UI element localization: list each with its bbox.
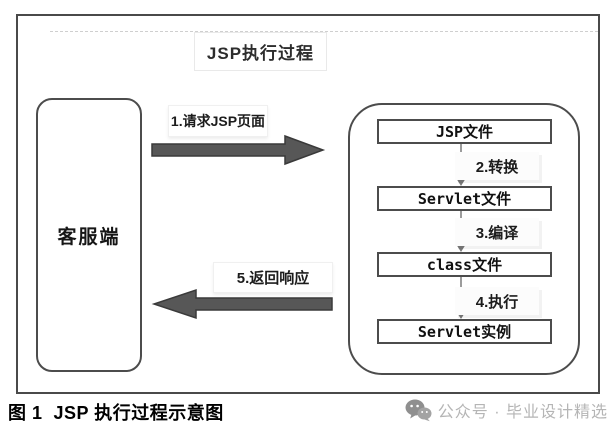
step-compile-text: 3.编译 [475, 224, 519, 242]
watermark-text: 公众号 · 毕业设计精选 [437, 404, 608, 421]
dashed-separator-line [50, 31, 598, 32]
diagram-title: JSP执行过程 [206, 44, 315, 63]
node-servlet-instance-label: Servlet实例 [417, 323, 512, 341]
client-node: 客服端 [36, 98, 142, 372]
figure-caption: 图 1 JSP 执行过程示意图 [8, 403, 224, 423]
watermark: 公众号 · 毕业设计精选 [405, 398, 608, 422]
request-arrow-label: 1.请求JSP页面 [168, 105, 268, 137]
step-label-convert: 2.转换 [455, 152, 539, 180]
node-jsp-file: JSP文件 [377, 119, 552, 144]
node-class-file-label: class文件 [426, 256, 503, 274]
request-arrow-text: 1.请求JSP页面 [170, 113, 266, 129]
client-node-label: 客服端 [57, 226, 121, 248]
node-class-file: class文件 [377, 252, 552, 277]
step-label-compile: 3.编译 [455, 218, 539, 246]
node-servlet-file-label: Servlet文件 [417, 190, 512, 208]
wechat-icon [405, 399, 432, 421]
response-arrow-label: 5.返回响应 [213, 262, 333, 293]
step-label-execute: 4.执行 [455, 287, 539, 315]
step-execute-text: 4.执行 [475, 293, 519, 311]
diagram-title-box: JSP执行过程 [194, 32, 327, 71]
step-convert-text: 2.转换 [475, 158, 519, 176]
node-jsp-file-label: JSP文件 [435, 123, 494, 141]
response-arrow-text: 5.返回响应 [236, 270, 310, 287]
node-servlet-instance: Servlet实例 [377, 319, 552, 344]
node-servlet-file: Servlet文件 [377, 186, 552, 211]
